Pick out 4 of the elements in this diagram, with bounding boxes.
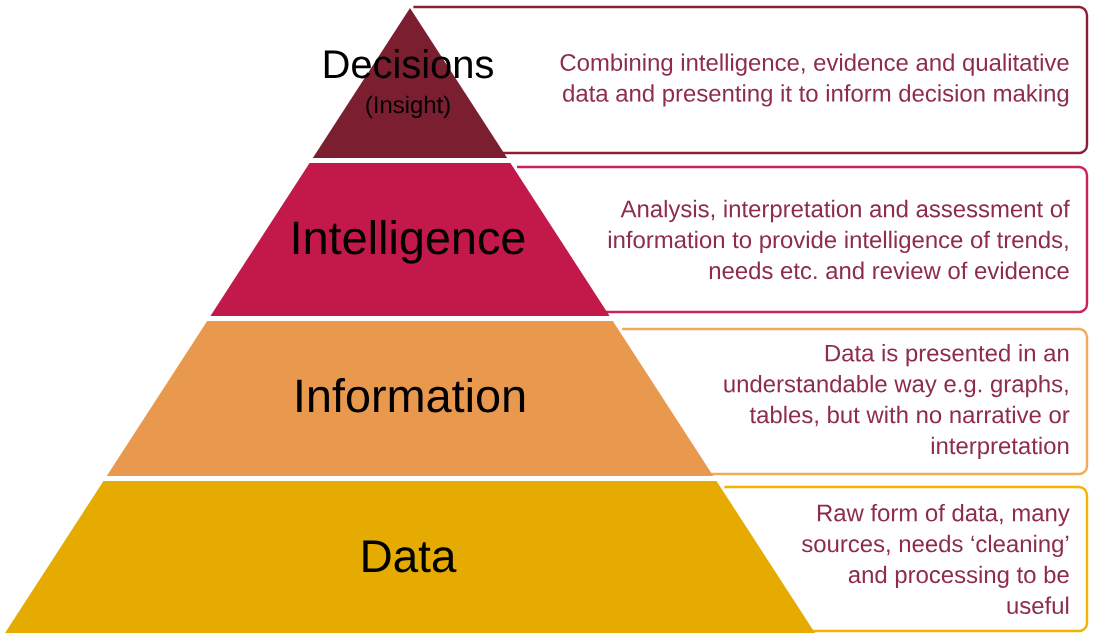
- pyramid-tier: Intelligence: [210, 163, 610, 316]
- description-box: Data is presented in an understandable way e.g. graphs, tables, but with no narrative or interpretation: [622, 327, 1089, 476]
- description-box: Raw form of data, many sources, needs ‘cleaning’ and processing to be useful: [724, 485, 1089, 633]
- pyramid-tier: Information: [106, 321, 714, 476]
